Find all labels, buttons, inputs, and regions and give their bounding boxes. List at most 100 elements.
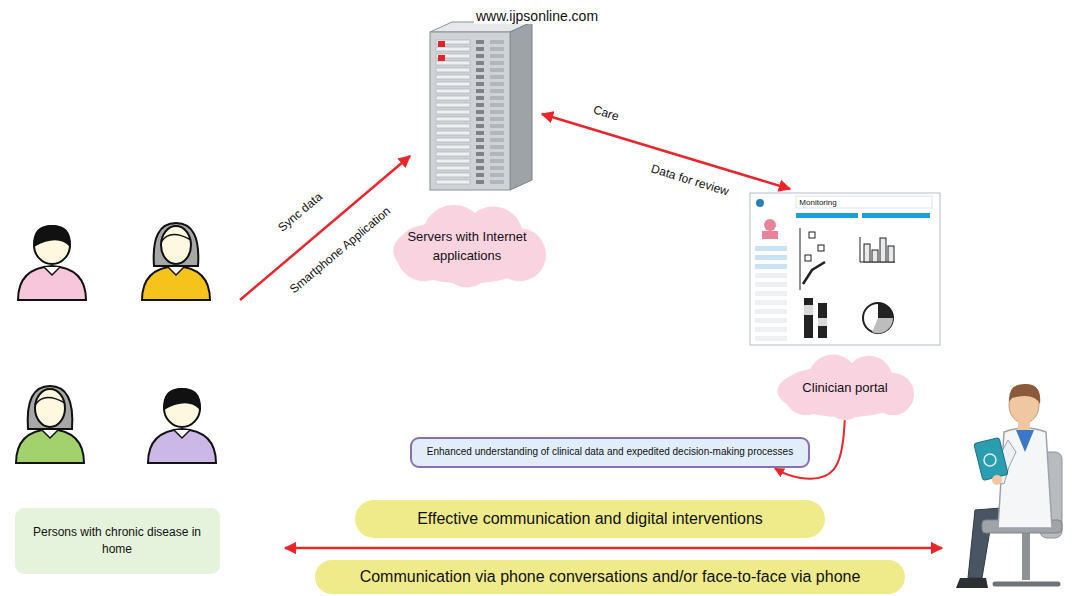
drive-slot bbox=[490, 110, 504, 114]
person-head bbox=[35, 389, 65, 427]
drive-slot bbox=[490, 40, 504, 44]
collar bbox=[168, 267, 184, 275]
portal-screenshot bbox=[750, 193, 940, 345]
chart-bar bbox=[872, 250, 878, 262]
drive-slot bbox=[490, 75, 504, 79]
drive-bay bbox=[436, 103, 470, 107]
person-body bbox=[142, 266, 210, 300]
drive-bay bbox=[436, 124, 470, 128]
drive-bay bbox=[436, 131, 470, 135]
pie-slice bbox=[872, 318, 893, 333]
drive-slot bbox=[476, 54, 484, 58]
drive-slot bbox=[476, 173, 484, 177]
phone-band: Communication via phone conversations an… bbox=[315, 560, 905, 594]
person-icon bbox=[18, 226, 86, 300]
stacked-bar bbox=[804, 298, 813, 338]
server-front bbox=[430, 32, 510, 190]
drive-slot bbox=[490, 173, 504, 177]
drive-bay bbox=[436, 110, 470, 114]
drive-slot bbox=[476, 145, 484, 149]
drive-bay bbox=[436, 75, 470, 79]
shoe bbox=[956, 578, 988, 588]
chart-bar bbox=[888, 246, 894, 262]
stacked-bar bbox=[818, 318, 827, 326]
cloud-body bbox=[393, 218, 541, 284]
drive-slot bbox=[476, 96, 484, 100]
tablet-icon bbox=[984, 454, 996, 466]
drive-bay bbox=[436, 180, 470, 184]
drive-slot bbox=[476, 138, 484, 142]
drive-slot bbox=[490, 159, 504, 163]
person-head bbox=[164, 389, 200, 427]
status-light bbox=[438, 55, 445, 61]
node-text: Communication via phone conversations an… bbox=[360, 565, 861, 588]
person-body bbox=[18, 266, 86, 300]
server-illustration bbox=[430, 22, 532, 190]
drive-slot bbox=[490, 145, 504, 149]
chair-post bbox=[1022, 532, 1030, 580]
arrow-label: Care bbox=[590, 102, 623, 124]
chart-point bbox=[805, 255, 811, 261]
doctor-illustration bbox=[956, 384, 1062, 588]
drive-slot bbox=[476, 82, 484, 86]
stacked-bar bbox=[818, 303, 827, 338]
drive-bay bbox=[436, 159, 470, 163]
header-bar bbox=[862, 213, 930, 218]
communication-band: Effective communication and digital inte… bbox=[355, 500, 825, 538]
server-side bbox=[510, 22, 532, 190]
chart-point bbox=[809, 232, 815, 238]
header-bar bbox=[796, 213, 858, 218]
communication-arrow bbox=[285, 547, 942, 550]
pie-slice bbox=[878, 303, 893, 318]
cloud-body bbox=[778, 365, 913, 417]
person-head bbox=[34, 226, 70, 264]
fringe bbox=[161, 234, 191, 242]
drive-bay bbox=[436, 47, 470, 51]
person-icon bbox=[142, 223, 210, 300]
hair bbox=[154, 223, 199, 266]
drive-bay bbox=[436, 96, 470, 100]
status-light bbox=[438, 41, 445, 47]
hair bbox=[164, 389, 200, 409]
drive-slot bbox=[476, 180, 484, 184]
nav-item bbox=[755, 273, 787, 278]
drive-slot bbox=[490, 47, 504, 51]
drive-slot bbox=[476, 47, 484, 51]
tablet bbox=[974, 437, 1008, 480]
shirt bbox=[1016, 430, 1034, 452]
watermark-url: www.ijpsonline.com bbox=[474, 8, 600, 24]
drive-slot bbox=[476, 152, 484, 156]
neck bbox=[1018, 420, 1030, 430]
drive-slot bbox=[476, 61, 484, 65]
drive-slot bbox=[476, 131, 484, 135]
chart-bar bbox=[880, 238, 886, 262]
nav-item bbox=[755, 309, 787, 314]
pie-chart bbox=[863, 303, 893, 333]
chart-line bbox=[803, 262, 825, 284]
insight-box: Enhanced understanding of clinical data … bbox=[410, 437, 810, 468]
node-text: Effective communication and digital inte… bbox=[417, 507, 763, 530]
screen-title: Monitoring bbox=[797, 198, 838, 207]
drive-bay bbox=[436, 145, 470, 149]
person-body bbox=[16, 429, 84, 463]
chart-bar bbox=[864, 244, 870, 262]
drive-slot bbox=[476, 75, 484, 79]
nav-item bbox=[755, 300, 787, 305]
drive-slot bbox=[476, 117, 484, 121]
drive-slot bbox=[476, 89, 484, 93]
node-text: Clinician portal bbox=[802, 379, 887, 398]
drive-slot bbox=[490, 117, 504, 121]
arrow-label: Sync data bbox=[274, 188, 327, 236]
person-icon bbox=[16, 386, 84, 463]
drive-slot bbox=[490, 68, 504, 72]
nav-item bbox=[755, 327, 787, 332]
collar bbox=[44, 267, 60, 275]
portal-cloud: Clinician portal bbox=[770, 357, 920, 419]
drive-bay bbox=[436, 89, 470, 93]
drive-slot bbox=[490, 89, 504, 93]
nav-item bbox=[755, 291, 787, 296]
nav-item bbox=[755, 318, 787, 323]
drive-slot bbox=[490, 180, 504, 184]
fringe bbox=[35, 397, 65, 405]
